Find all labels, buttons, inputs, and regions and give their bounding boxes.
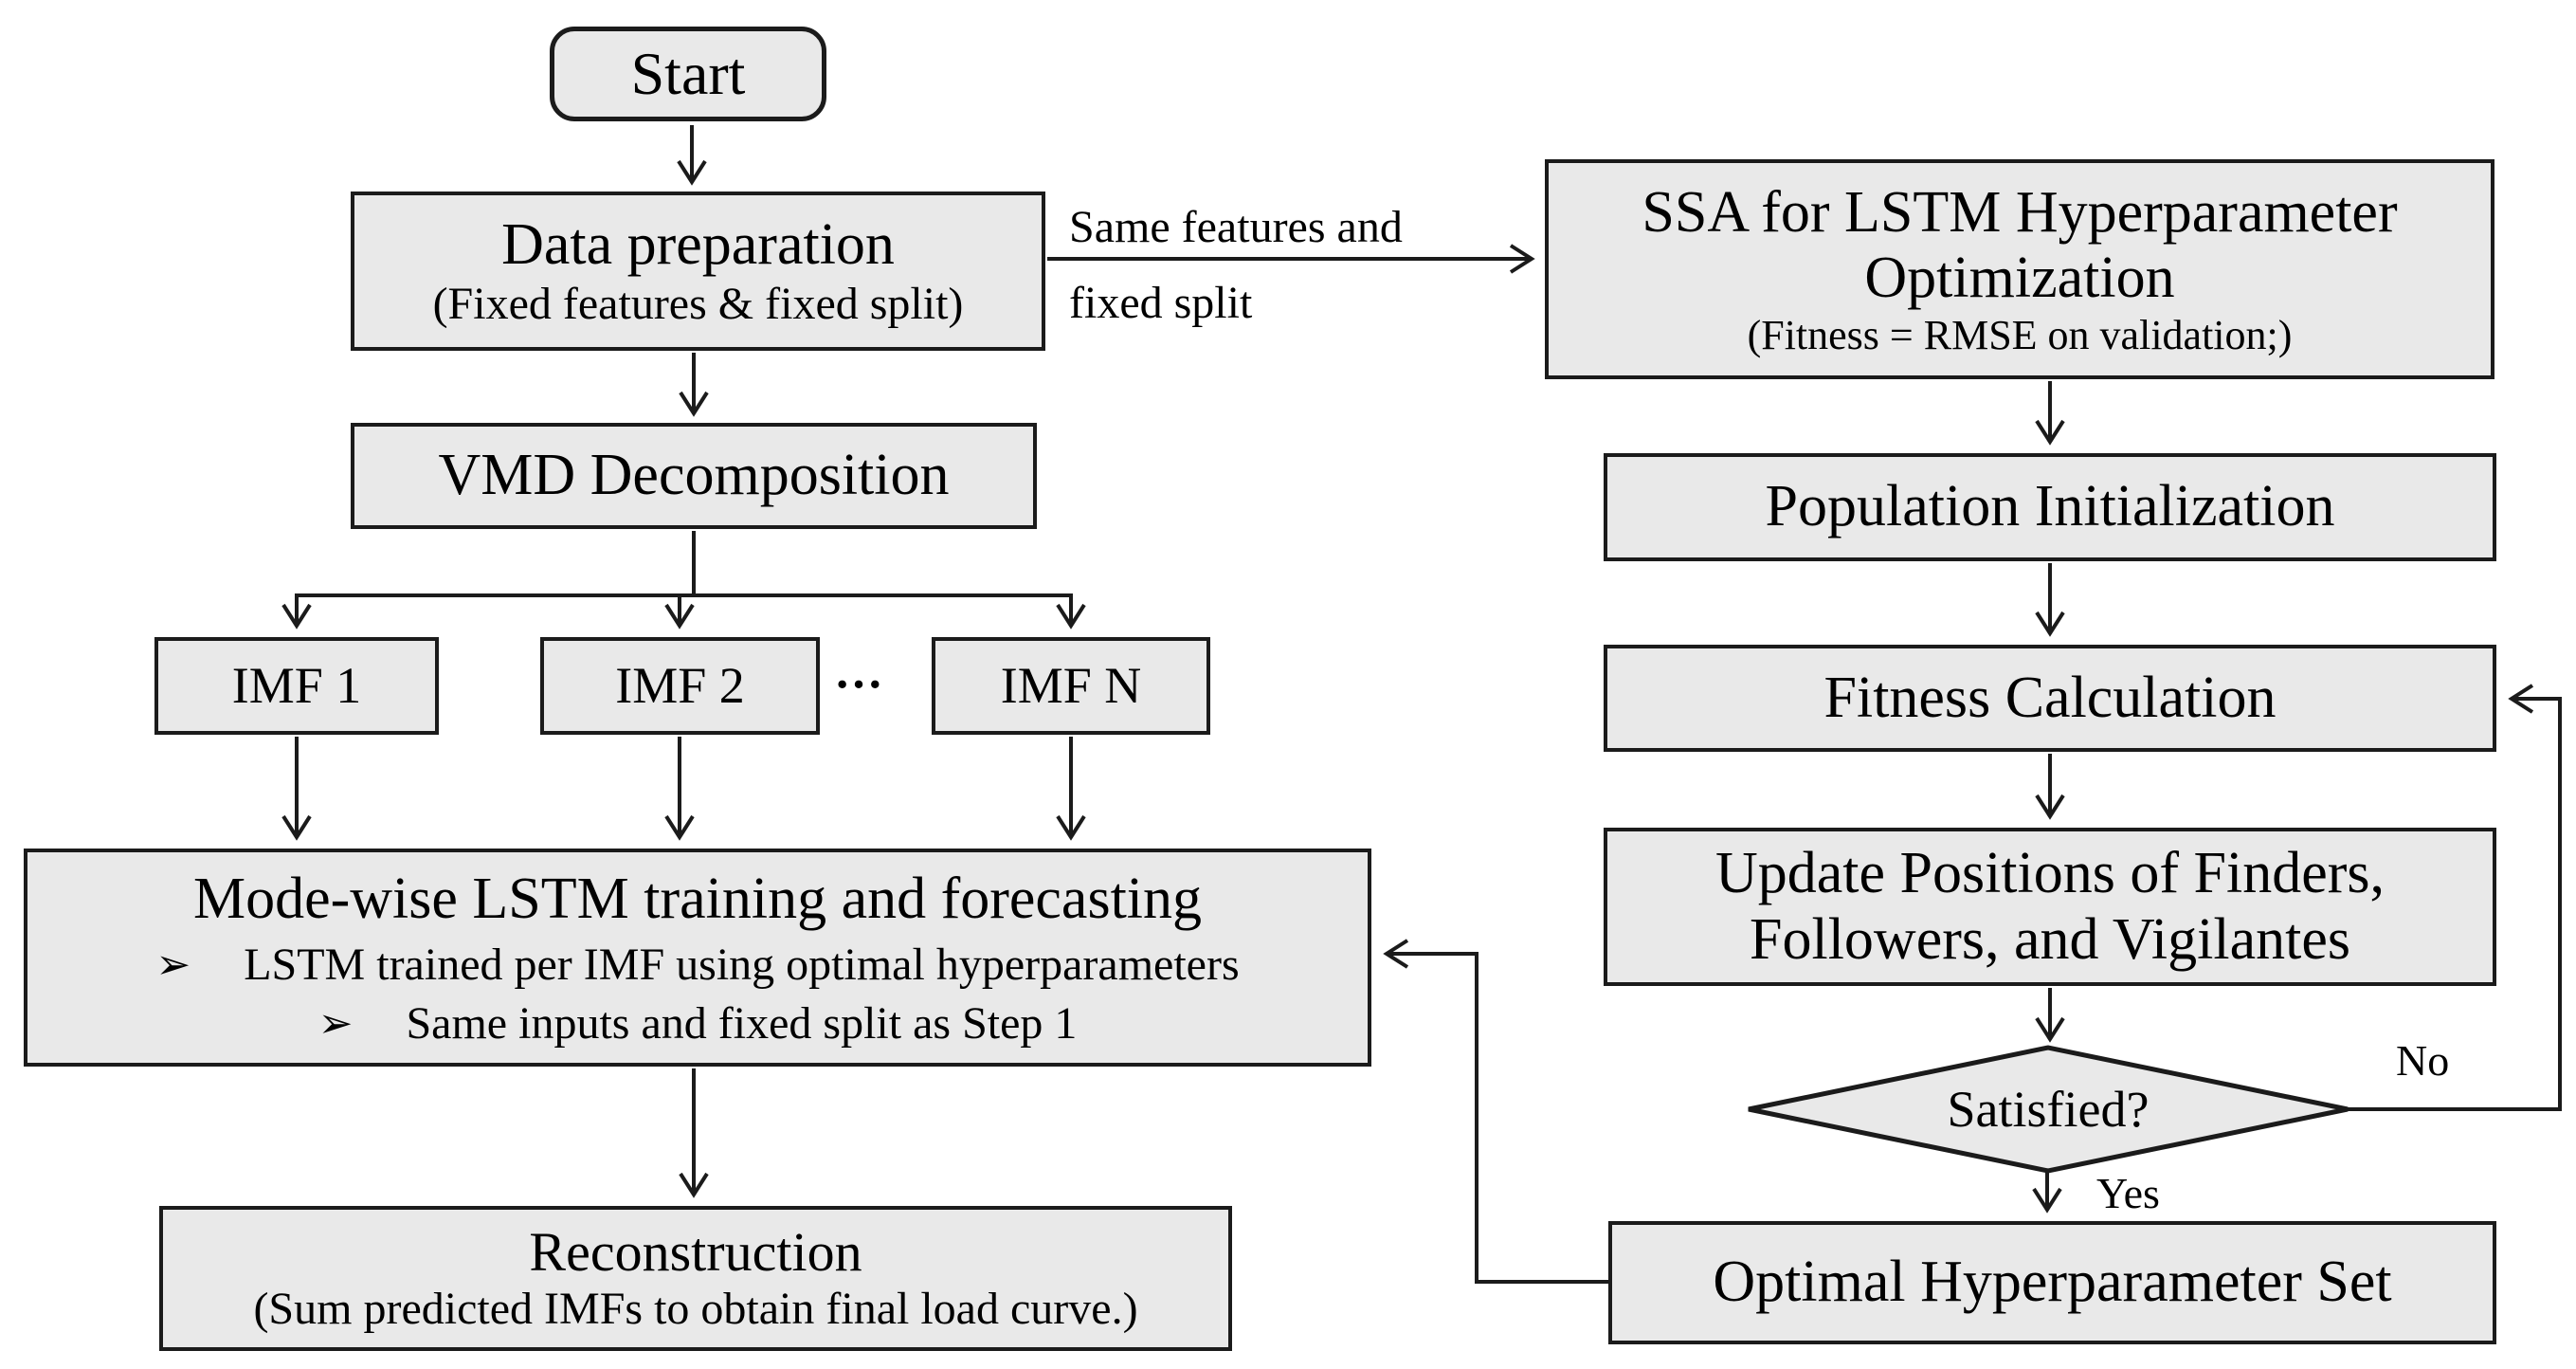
edge-label-same-features-line1: Same features and [1069,202,1403,252]
modewise-bullet-1: ➢ LSTM trained per IMF using optimal hyp… [155,940,1239,991]
node-vmd-decomposition: VMD Decomposition [351,423,1037,529]
data-preparation-title: Data preparation [501,212,895,278]
node-imf-n: IMF N [932,637,1210,735]
node-imf-2: IMF 2 [540,637,820,735]
edge-optimal-to-modewise [1383,939,1608,1284]
ssa-subtitle: (Fitness = RMSE on validation;) [1747,311,2293,358]
ssa-title-line2: Optimization [1864,246,2175,311]
node-update-positions: Update Positions of Finders, Followers, … [1604,828,2496,986]
edge-label-yes: Yes [2096,1169,2160,1217]
bullet-arrow-icon: ➢ [155,940,191,990]
edge-label-same-features-line2: fixed split [1069,278,1253,328]
node-optimal-hyperparameter-set: Optimal Hyperparameter Set [1608,1221,2496,1344]
imf-ellipsis: ··· [833,657,884,712]
reconstruction-title: Reconstruction [529,1221,862,1284]
data-preparation-subtitle: (Fixed features & fixed split) [432,278,964,329]
bullet-arrow-icon: ➢ [317,998,354,1048]
imf-2-label: IMF 2 [615,657,745,715]
fitness-label: Fitness Calculation [1823,665,2277,730]
node-population-initialization: Population Initialization [1604,453,2496,561]
population-label: Population Initialization [1765,474,2335,539]
node-imf-1: IMF 1 [154,637,439,735]
node-reconstruction: Reconstruction (Sum predicted IMFs to ob… [159,1206,1232,1351]
node-fitness-calculation: Fitness Calculation [1604,645,2496,752]
vmd-label: VMD Decomposition [438,443,950,508]
optimal-set-label: Optimal Hyperparameter Set [1713,1250,2392,1315]
satisfied-label: Satisfied? [1947,1081,2150,1138]
modewise-title: Mode-wise LSTM training and forecasting [192,866,1203,931]
imf-n-label: IMF N [1000,657,1142,715]
imf-1-label: IMF 1 [231,657,362,715]
edge-label-no: No [2396,1036,2450,1085]
satisfied-diamond [1748,1045,2349,1174]
ssa-title-line1: SSA for LSTM Hyperparameter [1642,179,2398,245]
update-positions-line2: Followers, and Vigilantes [1749,906,2351,972]
edge-satisfied-no-loop-to-fitness [2348,684,2562,1111]
node-start: Start [550,27,826,121]
modewise-bullet-2: ➢ Same inputs and fixed split as Step 1 [318,998,1078,1050]
modewise-bullet-2-text: Same inputs and fixed split as Step 1 [406,997,1078,1049]
node-ssa-optimization: SSA for LSTM Hyperparameter Optimization… [1545,159,2494,379]
node-modewise-lstm: Mode-wise LSTM training and forecasting … [24,849,1371,1067]
modewise-bullet-1-text: LSTM trained per IMF using optimal hyper… [244,939,1240,990]
start-label: Start [630,40,746,108]
reconstruction-subtitle: (Sum predicted IMFs to obtain final load… [253,1284,1138,1335]
node-data-preparation: Data preparation (Fixed features & fixed… [351,192,1045,351]
update-positions-line1: Update Positions of Finders, [1714,841,2386,906]
